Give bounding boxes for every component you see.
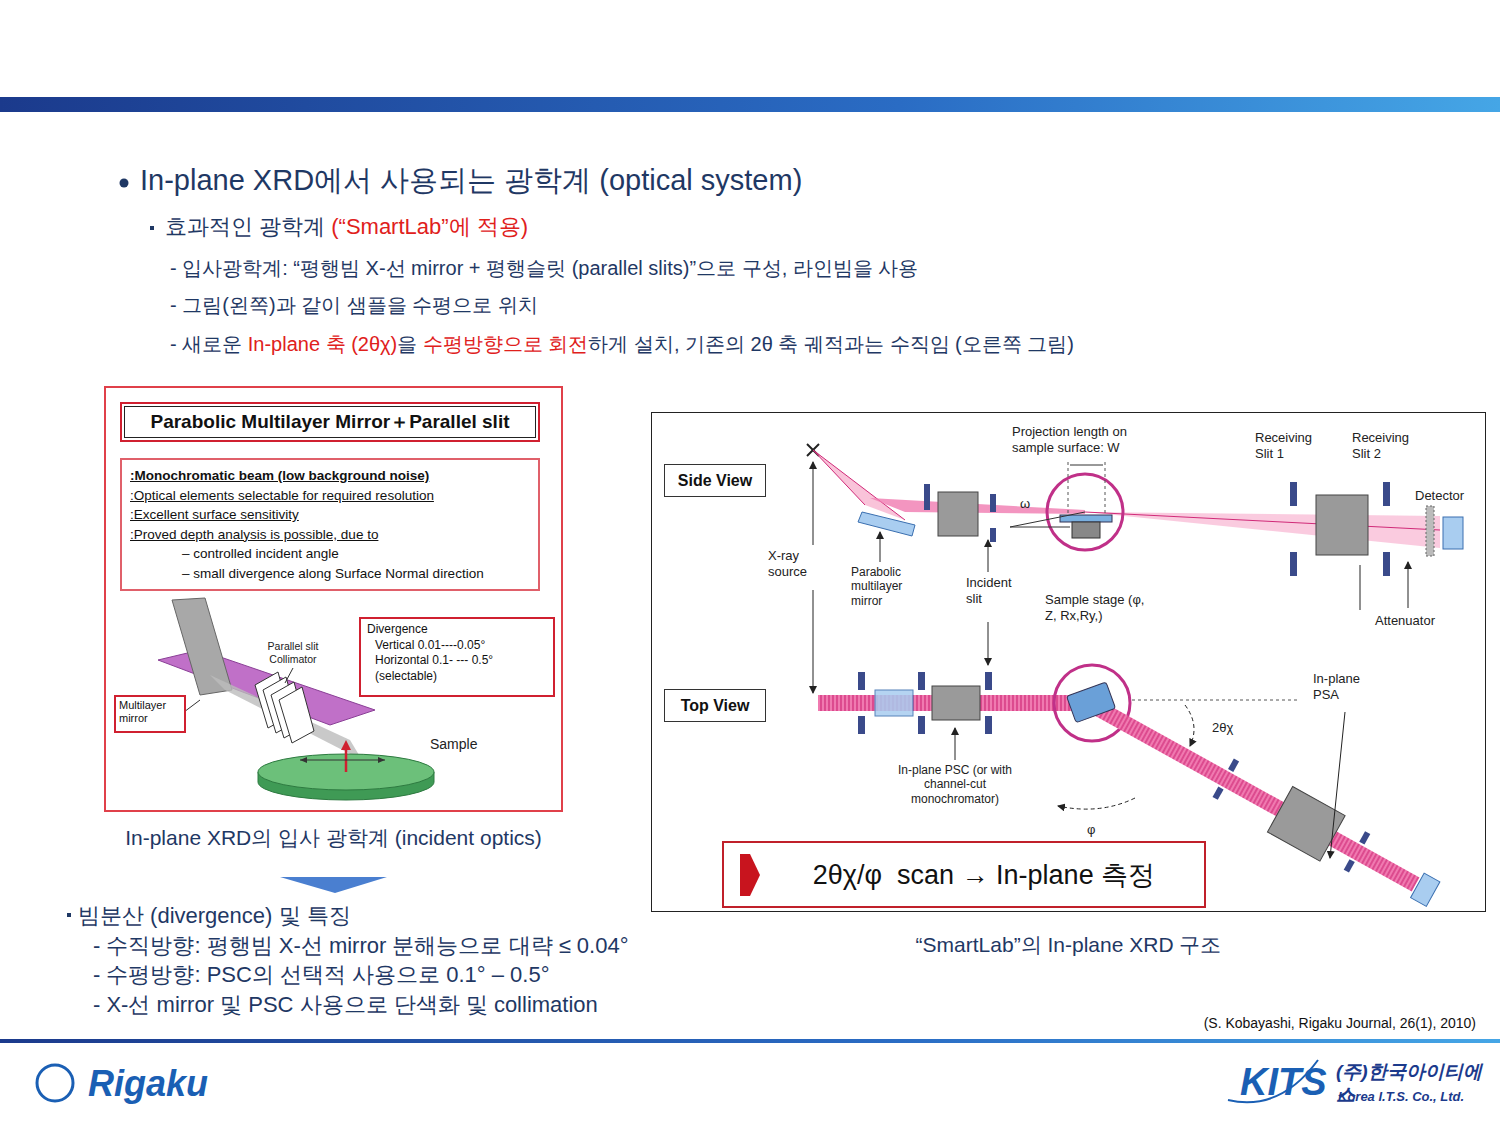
part-label: Parabolic multilayer mirror <box>851 565 923 608</box>
part-label: X-ray source <box>768 548 826 579</box>
part-label: In-plane PSA <box>1313 671 1375 702</box>
node-text: – controlled incident angle <box>182 544 530 564</box>
part-label: In-plane PSA <box>1313 671 1364 702</box>
node-text: :Proved depth analysis is possible, due … <box>130 525 530 545</box>
node-text: Side View <box>678 472 752 490</box>
side-view-drawing <box>807 444 1463 693</box>
header-bar <box>0 97 1500 112</box>
part-label: Sample stage (φ, Z, Rx,Ry,) <box>1045 592 1155 623</box>
scan-box: 2θχ/φ scan → In-plane 측정 <box>722 841 1206 908</box>
citation: (S. Kobayashi, Rigaku Journal, 26(1), 20… <box>1204 1015 1476 1031</box>
angle-label: 2θχ <box>1212 720 1233 736</box>
part-label: Receiving Slit 2 <box>1352 430 1424 461</box>
node-text: :Monochromatic beam (low background nois… <box>130 466 530 486</box>
node-text: 2θχ/φ scan → In-plane 측정 <box>813 857 1155 893</box>
part-label: X-ray source <box>768 548 807 579</box>
slide-heading: In-plane XRD에서 사용되는 광학계 (optical system) <box>140 163 802 198</box>
logo-text: Rigaku <box>88 1063 208 1104</box>
bullet-text: - 입사광학계: “평행빔 X-선 mirror + 평행슬릿 (paralle… <box>170 256 918 280</box>
citation: (S. Kobayashi, Rigaku Journal, 26(1), 20… <box>1204 1015 1476 1032</box>
angle-label: 2θχ <box>1212 720 1233 735</box>
marker-arrow <box>736 850 766 900</box>
logo-text: KITS <box>1240 1061 1327 1103</box>
part-label: Detector <box>1415 488 1464 503</box>
bullet-text: - 수평방향: PSC의 선택적 사용으로 0.1° – 0.5° <box>93 962 549 987</box>
bullet-text: - X-선 mirror 및 PSC 사용으로 단색화 및 collimatio… <box>93 992 598 1018</box>
figure-panel: In-plane XRD의 입사 광학계 (incident optics)Pa… <box>104 386 563 812</box>
node-text: Parabolic Multilayer Mirror＋Parallel sli… <box>150 409 509 435</box>
part-label: Projection length on sample surface: W <box>1012 424 1162 455</box>
node-text: “SmartLab”의 In-plane XRD 구조 <box>916 931 1222 959</box>
part-label: In-plane PSC (or with channel-cut monoch… <box>880 763 1030 806</box>
logo-text: KITS <box>1240 1060 1327 1106</box>
sub-bullet: 빔분산 (divergence) 및 특징 <box>78 903 351 929</box>
bullet-text: 을 <box>397 333 423 355</box>
angle-label: ω <box>1020 496 1030 512</box>
bullet-text: - 수직방향: 평행빔 X-선 mirror 분해능으로 대략 ≤ 0.04° <box>93 933 628 959</box>
part-label: In-plane PSC (or with channel-cut monoch… <box>898 763 1015 806</box>
feature-box: :Monochromatic beam (low background nois… <box>120 458 540 591</box>
bullet-text: - 그림(왼쪽)과 같이 샘플을 수평으로 위치 <box>170 294 538 316</box>
node-text: Divergence <box>367 622 547 638</box>
angle-label: φ <box>1087 822 1095 838</box>
rigaku-icon <box>37 1065 73 1101</box>
node-text: Multilayer mirror <box>119 699 181 725</box>
sub-bullet: 빔분산 (divergence) 및 특징 <box>78 903 351 928</box>
bullet-text: - 수평방향: PSC의 선택적 사용으로 0.1° – 0.5° <box>93 962 549 988</box>
down-arrow <box>280 877 387 893</box>
logo-text: Rigaku <box>88 1062 208 1105</box>
sub-bullet: (“SmartLab”에 적용) <box>331 214 528 239</box>
angle-label: φ <box>1087 822 1095 837</box>
part-label: Parallel slit Collimator <box>253 640 333 665</box>
sub-bullet: 효과적인 광학계 (“SmartLab”에 적용) <box>165 214 528 240</box>
view-tag: Top View <box>664 689 766 722</box>
part-label: Receiving Slit 1 <box>1255 430 1327 461</box>
node-text: Top View <box>681 697 750 715</box>
node-text: Horizontal 0.1- --- 0.5° <box>375 653 547 669</box>
bullet-text: - 새로운 <box>170 333 248 355</box>
node-text: :Excellent surface sensitivity <box>130 505 530 525</box>
bullet <box>120 179 129 188</box>
part-label: Parallel slit Collimator <box>268 640 322 665</box>
part-label: Sample <box>430 736 477 752</box>
sub-bullet: 효과적인 광학계 <box>165 214 331 239</box>
bullet <box>67 913 71 917</box>
bullet-text: - 새로운 In-plane 축 (2θχ)을 수평방향으로 회전하게 설치, … <box>170 332 1074 356</box>
bullet-text: - 수직방향: 평행빔 X-선 mirror 분해능으로 대략 ≤ 0.04° <box>93 933 628 958</box>
node-text: – small divergence along Surface Normal … <box>182 564 530 584</box>
part-label: Sample stage (φ, Z, Rx,Ry,) <box>1045 592 1148 623</box>
part-label: Projection length on sample surface: W <box>1012 424 1131 455</box>
figure-panel: “SmartLab”의 In-plane XRD 구조Side ViewTop … <box>651 412 1486 912</box>
node-text: In-plane XRD의 입사 광학계 (incident optics) <box>125 824 542 852</box>
part-label: Attenuator <box>1375 613 1435 629</box>
part-label: Parabolic multilayer mirror <box>851 565 906 608</box>
part-label: Detector <box>1415 488 1464 504</box>
node-text: Vertical 0.01----0.05° <box>375 638 547 654</box>
bullet-text: 하게 설치, 기존의 2θ 축 궤적과는 수직임 (오른쪽 그림) <box>588 333 1074 355</box>
title-box: Parabolic Multilayer Mirror＋Parallel sli… <box>120 402 540 442</box>
view-tag: Side View <box>664 464 766 497</box>
part-label: Receiving Slit 1 <box>1255 430 1316 461</box>
part-label: Receiving Slit 2 <box>1352 430 1413 461</box>
angle-label: ω <box>1020 496 1030 511</box>
part-label: Incident slit <box>966 575 1015 606</box>
logo-text: Korea I.T.S. Co., Ltd. <box>1338 1089 1464 1105</box>
bullet-text: - 그림(왼쪽)과 같이 샘플을 수평으로 위치 <box>170 293 538 317</box>
divergence-box: DivergenceVertical 0.01----0.05°Horizont… <box>359 617 555 697</box>
bullet-text: - 입사광학계: “평행빔 X-선 mirror + 평행슬릿 (paralle… <box>170 257 918 279</box>
node-text: :Optical elements selectable for require… <box>130 486 530 506</box>
node-text: (selectable) <box>375 669 547 685</box>
part-box: Multilayer mirror <box>114 695 186 733</box>
part-label: Sample <box>430 736 477 753</box>
footer-line <box>0 1039 1500 1043</box>
bullet-text: 수평방향으로 회전 <box>423 333 589 355</box>
logo-text: Korea I.T.S. Co., Ltd. <box>1338 1089 1464 1104</box>
bullet-text: In-plane 축 (2θχ) <box>248 333 397 355</box>
bullet-text: - X-선 mirror 및 PSC 사용으로 단색화 및 collimatio… <box>93 992 598 1017</box>
bullet <box>150 226 154 230</box>
part-label: Incident slit <box>966 575 1030 606</box>
part-label: Attenuator <box>1375 613 1435 628</box>
